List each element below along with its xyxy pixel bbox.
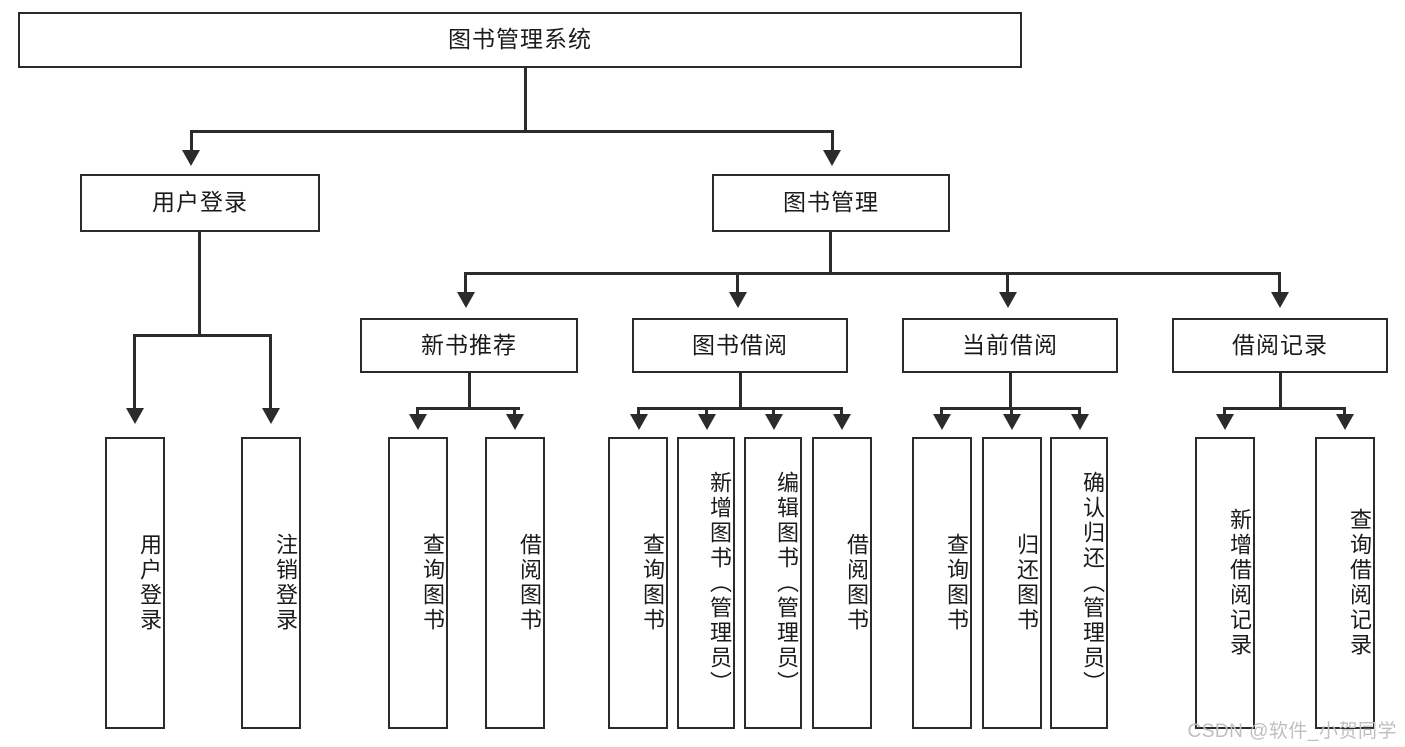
leaf-return-book-label: 归还图书 [1014, 533, 1039, 633]
leaf-edit-book-admin-label: 编辑图书（管理员） [774, 470, 799, 696]
edge-level3-bus [464, 272, 1281, 275]
arrow-leaf-book-borrow-4 [833, 414, 851, 430]
edge-user-login-drop-1 [133, 334, 136, 410]
leaf-query-borrow-record[interactable]: 查询借阅记录 [1315, 437, 1375, 729]
node-current-borrow[interactable]: 当前借阅 [902, 318, 1118, 373]
node-book-borrow-label: 图书借阅 [692, 331, 788, 358]
node-book-management[interactable]: 图书管理 [712, 174, 950, 232]
leaf-add-borrow-record-label: 新增借阅记录 [1227, 508, 1252, 658]
arrow-leaf-current-borrow-1 [933, 414, 951, 430]
leaf-confirm-return-admin[interactable]: 确认归还（管理员） [1050, 437, 1108, 729]
leaf-add-book-admin[interactable]: 新增图书（管理员） [677, 437, 735, 729]
edge-user-login-stem [198, 232, 201, 336]
arrow-leaf-new-book-2 [506, 414, 524, 430]
arrow-book-manage [823, 150, 841, 166]
leaf-confirm-return-admin-label: 确认归还（管理员） [1080, 470, 1105, 696]
arrow-leaf-borrow-record-1 [1216, 414, 1234, 430]
edge-root-stem [524, 68, 527, 132]
edge-new-book-stem [468, 373, 471, 409]
edge-user-login-bus [133, 334, 271, 337]
arrow-borrow-record [1271, 292, 1289, 308]
edge-book-borrow-drop-1 [637, 407, 640, 417]
leaf-edit-book-admin[interactable]: 编辑图书（管理员） [744, 437, 802, 729]
watermark-text: CSDN @软件_小贺同学 [1187, 721, 1397, 742]
leaf-user-login-label: 用户登录 [137, 533, 162, 633]
arrow-leaf-user-login-2 [262, 408, 280, 424]
edge-drop-user-login [190, 130, 193, 152]
edge-user-login-drop-2 [269, 334, 272, 410]
arrow-leaf-borrow-record-2 [1336, 414, 1354, 430]
edge-book-manage-stem [829, 232, 832, 274]
leaf-borrow-book-borrow-label: 借阅图书 [844, 533, 869, 633]
edge-book-borrow-stem [739, 373, 742, 409]
leaf-user-logout-label: 注销登录 [273, 533, 298, 633]
edge-new-book-drop-1 [416, 407, 419, 417]
node-user-login[interactable]: 用户登录 [80, 174, 320, 232]
leaf-query-book-borrow[interactable]: 查询图书 [608, 437, 668, 729]
node-root-label: 图书管理系统 [448, 26, 592, 53]
leaf-borrow-book-borrow[interactable]: 借阅图书 [812, 437, 872, 729]
edge-new-book-drop-2 [513, 407, 516, 417]
edge-new-book-bus [416, 407, 520, 410]
leaf-query-book-current[interactable]: 查询图书 [912, 437, 972, 729]
node-borrow-record-label: 借阅记录 [1232, 331, 1328, 358]
leaf-user-logout[interactable]: 注销登录 [241, 437, 301, 729]
edge-level3-drop-1 [464, 272, 467, 294]
leaf-query-book-current-label: 查询图书 [944, 533, 969, 633]
edge-borrow-record-stem [1279, 373, 1282, 409]
leaf-add-book-admin-label: 新增图书（管理员） [707, 470, 732, 696]
leaf-user-login[interactable]: 用户登录 [105, 437, 165, 729]
edge-borrow-record-bus [1223, 407, 1343, 410]
arrow-leaf-current-borrow-2 [1003, 414, 1021, 430]
edge-current-borrow-stem [1009, 373, 1012, 409]
leaf-query-book-recommend-label: 查询图书 [420, 533, 445, 633]
leaf-query-book-recommend[interactable]: 查询图书 [388, 437, 448, 729]
leaf-borrow-book-recommend-label: 借阅图书 [517, 533, 542, 633]
node-book-borrow[interactable]: 图书借阅 [632, 318, 848, 373]
node-book-management-label: 图书管理 [783, 189, 879, 216]
arrow-leaf-book-borrow-3 [765, 414, 783, 430]
arrow-new-book-recommend [457, 292, 475, 308]
leaf-return-book[interactable]: 归还图书 [982, 437, 1042, 729]
edge-book-borrow-drop-4 [840, 407, 843, 417]
arrow-book-borrow [729, 292, 747, 308]
edge-current-borrow-drop-3 [1078, 407, 1081, 417]
edge-level2-bus [190, 130, 834, 133]
node-new-book-recommend[interactable]: 新书推荐 [360, 318, 578, 373]
edge-drop-book-manage [831, 130, 834, 152]
arrow-leaf-book-borrow-1 [630, 414, 648, 430]
arrow-leaf-current-borrow-3 [1071, 414, 1089, 430]
edge-borrow-record-drop-1 [1223, 407, 1226, 417]
leaf-borrow-book-recommend[interactable]: 借阅图书 [485, 437, 545, 729]
node-user-login-label: 用户登录 [152, 189, 248, 216]
node-root-system[interactable]: 图书管理系统 [18, 12, 1022, 68]
edge-book-borrow-bus [637, 407, 843, 410]
arrow-leaf-user-login-1 [126, 408, 144, 424]
leaf-query-book-borrow-label: 查询图书 [640, 533, 665, 633]
node-new-book-recommend-label: 新书推荐 [421, 331, 517, 358]
arrow-current-borrow [999, 292, 1017, 308]
leaf-query-borrow-record-label: 查询借阅记录 [1347, 508, 1372, 658]
node-current-borrow-label: 当前借阅 [962, 331, 1058, 358]
edge-book-borrow-drop-2 [705, 407, 708, 417]
leaf-add-borrow-record[interactable]: 新增借阅记录 [1195, 437, 1255, 729]
arrow-user-login [182, 150, 200, 166]
edge-current-borrow-drop-1 [940, 407, 943, 417]
edge-level3-drop-4 [1278, 272, 1281, 294]
edge-level3-drop-2 [736, 272, 739, 294]
edge-level3-drop-3 [1006, 272, 1009, 294]
edge-book-borrow-drop-3 [772, 407, 775, 417]
node-borrow-record[interactable]: 借阅记录 [1172, 318, 1388, 373]
arrow-leaf-book-borrow-2 [698, 414, 716, 430]
edge-borrow-record-drop-2 [1343, 407, 1346, 417]
edge-current-borrow-drop-2 [1010, 407, 1013, 417]
arrow-leaf-new-book-1 [409, 414, 427, 430]
